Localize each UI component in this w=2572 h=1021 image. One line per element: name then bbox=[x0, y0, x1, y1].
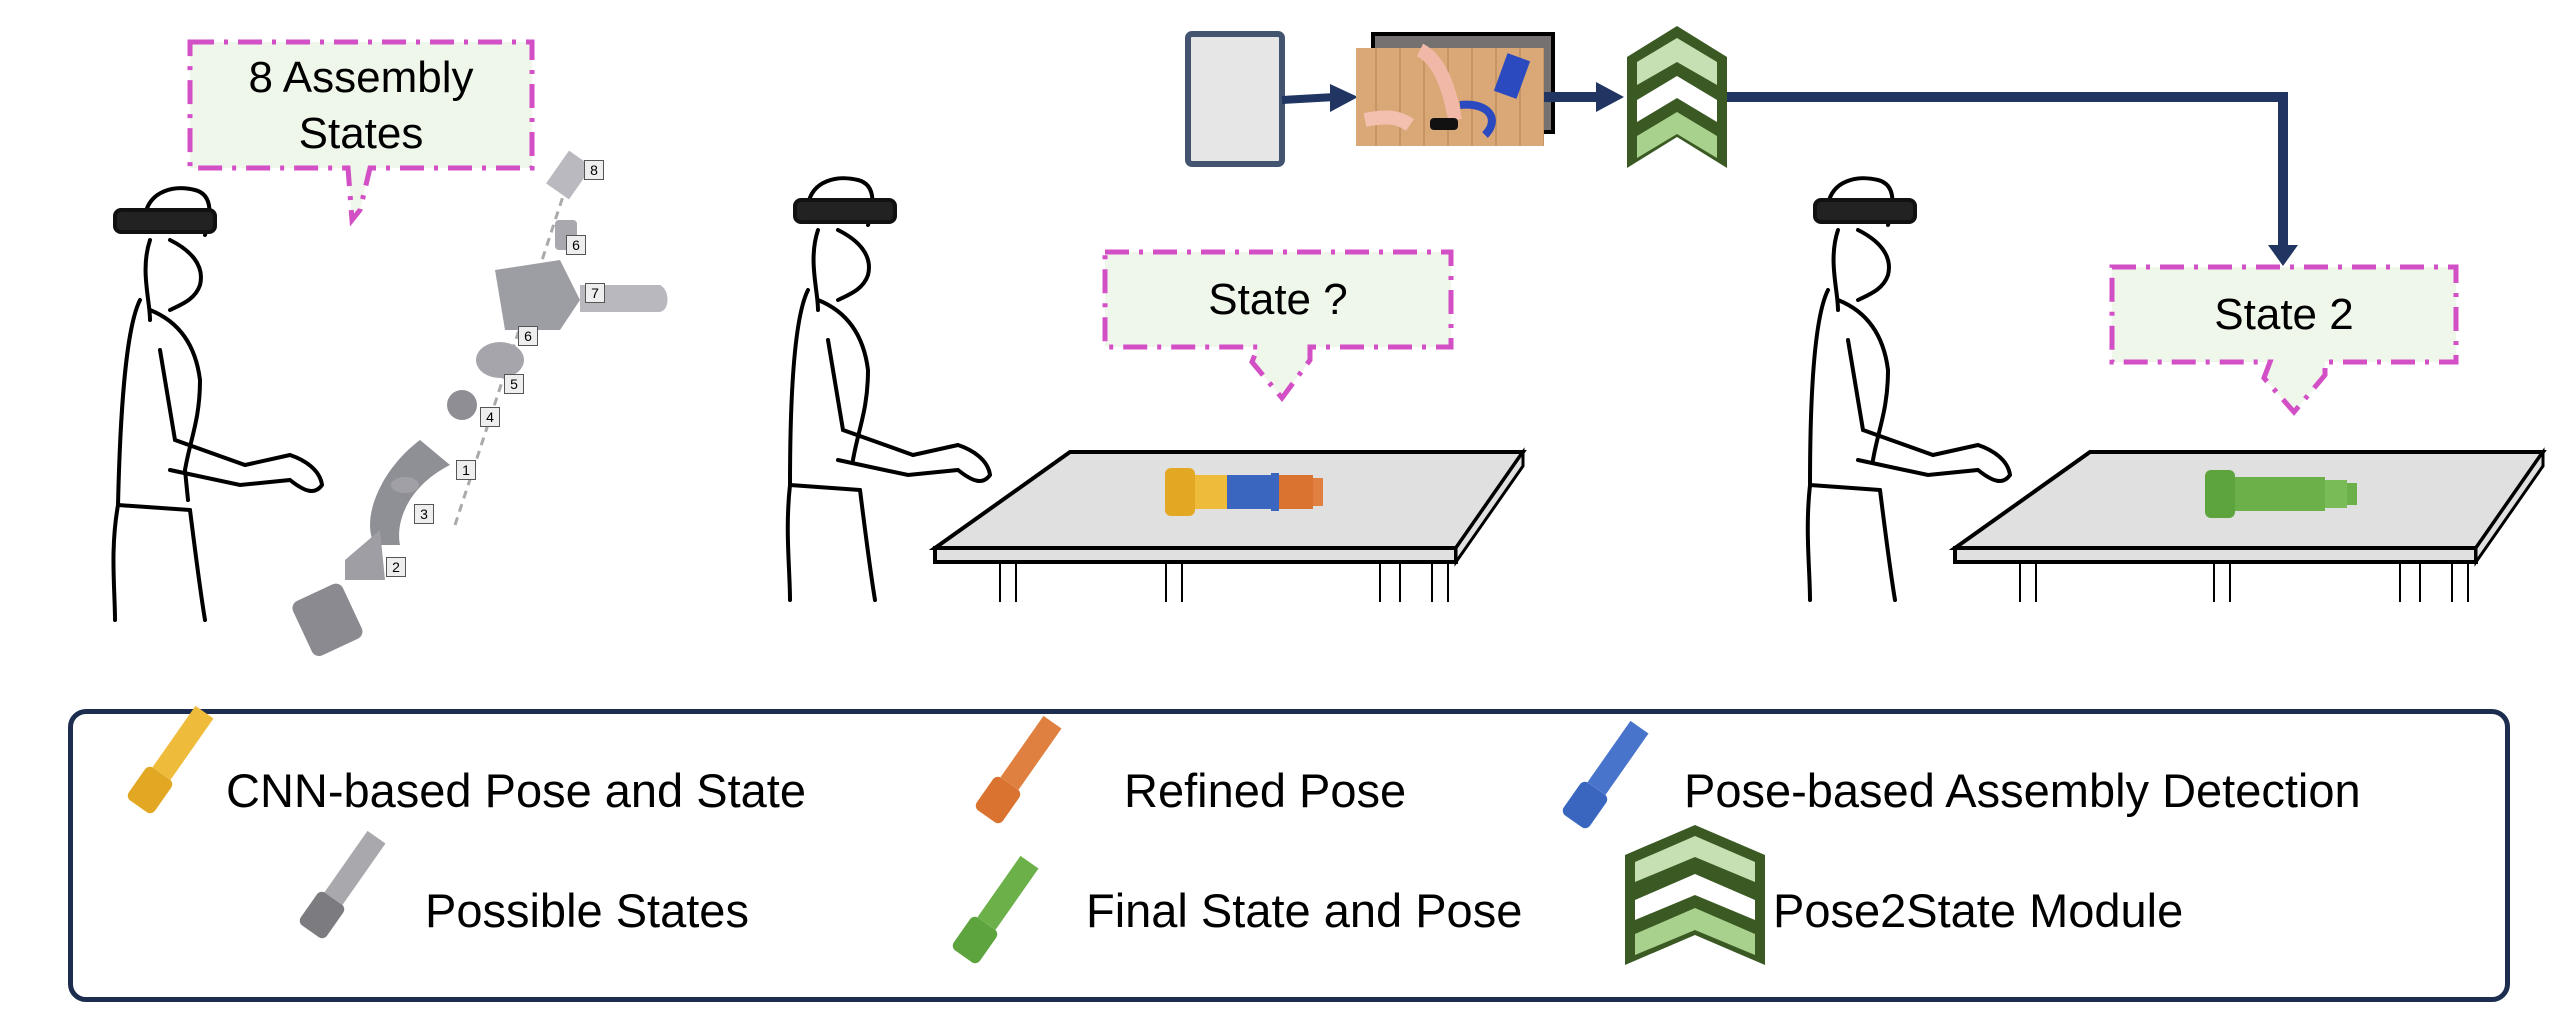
arrow-module-to-state bbox=[1727, 92, 2298, 266]
legend-label-pose-detection: Pose-based Assembly Detection bbox=[1684, 764, 2361, 817]
part-label: 1 bbox=[456, 460, 476, 480]
exploded-assembly-view bbox=[292, 150, 668, 656]
part-label: 5 bbox=[504, 374, 524, 394]
legend-label-cnn: CNN-based Pose and State bbox=[226, 764, 806, 817]
yellow-part-icon bbox=[127, 705, 214, 814]
bubble-line-1: 8 Assembly bbox=[248, 53, 474, 102]
table-middle bbox=[928, 447, 1527, 602]
part-label: 2 bbox=[386, 557, 406, 577]
part-label: 7 bbox=[585, 283, 605, 303]
part-label: 6 bbox=[518, 326, 538, 346]
table-right bbox=[1948, 447, 2547, 602]
legend-label-pose2state: Pose2State Module bbox=[1773, 884, 2184, 937]
bubble-unknown-state-text: State ? bbox=[1208, 275, 1348, 324]
pose2state-module-icon bbox=[1627, 26, 1727, 168]
bubble-detected-state-text: State 2 bbox=[2214, 290, 2354, 339]
legend-label-possible-states: Possible States bbox=[425, 884, 749, 937]
ar-headset-icon bbox=[793, 198, 897, 224]
legend-label-refined: Refined Pose bbox=[1124, 764, 1407, 817]
part-label: 3 bbox=[414, 504, 434, 524]
part-label: 6 bbox=[566, 235, 586, 255]
blue-part-icon bbox=[1562, 720, 1649, 829]
ar-headset-icon bbox=[1813, 198, 1917, 224]
person-with-headset-left bbox=[111, 186, 325, 622]
part-label: 4 bbox=[480, 407, 500, 427]
legend-label-final-state: Final State and Pose bbox=[1086, 884, 1523, 937]
arrow-frames-to-module bbox=[1544, 82, 1624, 112]
chevron-module-icon bbox=[1625, 825, 1765, 965]
bubble-line-2: States bbox=[298, 109, 424, 158]
legend-box bbox=[68, 709, 2510, 1002]
green-part-icon bbox=[952, 855, 1039, 964]
camera-frames-icon bbox=[1356, 32, 1555, 146]
gray-part-icon bbox=[299, 830, 386, 939]
orange-part-icon bbox=[975, 715, 1062, 824]
person-with-headset-right bbox=[1805, 176, 2013, 602]
person-with-headset-middle bbox=[785, 176, 993, 602]
assembly-object-green bbox=[2205, 470, 2357, 518]
assembly-object-multicolor bbox=[1165, 468, 1323, 516]
bubble-assembly-states-text: 8 Assembly States bbox=[190, 50, 532, 162]
ar-headset-icon bbox=[113, 208, 217, 234]
part-label: 8 bbox=[584, 160, 604, 180]
arrow-tablet-to-frames bbox=[1281, 84, 1358, 112]
